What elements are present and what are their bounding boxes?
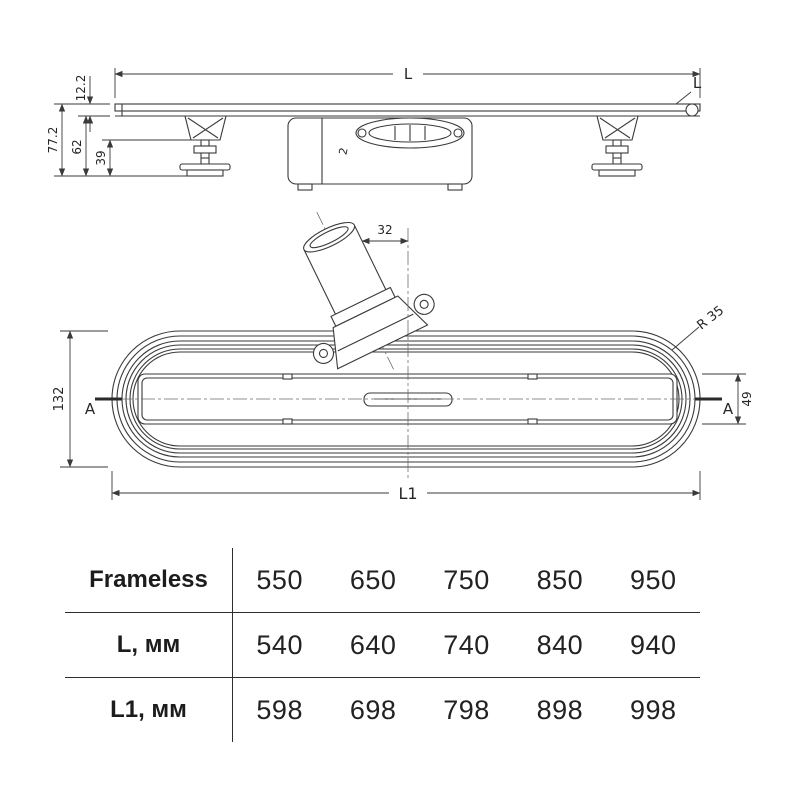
table-cell: 598 [256,694,303,725]
table-cell: 640 [349,629,397,660]
dim-77-2: 77.2 [46,127,60,154]
table-cell: 650 [349,564,397,595]
technical-drawing: L L 2 [46,63,754,503]
right-foot [591,115,643,177]
table-cell: 740 [443,629,490,660]
table-row-l1: L1, мм 598 698 798 898 998 [65,677,700,742]
table-row-frameless: Frameless 550 650 750 850 950 [65,548,700,612]
table-cell: 698 [349,694,397,725]
dim-label-end: L [693,74,702,92]
outlet-pipe [303,211,435,373]
table-cell: 540 [256,629,303,660]
radius-label: R 35 [695,303,728,333]
section-label-right: A [723,400,734,418]
table-cell: 550 [256,564,303,595]
table-cell: 850 [536,564,584,595]
row-label: L1, мм [65,678,233,742]
table-cell: 898 [536,694,584,725]
side-dimensions: 12.2 77.2 62 39 [46,75,192,177]
table-cell: 950 [630,564,677,595]
row-label: L, мм [65,613,233,677]
plan-view: A A 32 132 49 R 35 L1 [52,211,754,503]
section-label-left: A [85,400,96,418]
table-row-l: L, мм 540 640 740 840 940 [65,612,700,677]
dim-l1: L1 [398,484,417,503]
side-view: L L 2 [46,63,702,191]
dim-62: 62 [70,139,84,154]
dim-32: 32 [377,223,392,237]
size-table: Frameless 550 650 750 850 950 L, мм 540 … [65,548,700,742]
dim-12-2: 12.2 [74,75,88,102]
row-label: Frameless [65,548,233,612]
dim-49: 49 [740,391,754,406]
dim-label-length: L [404,65,413,83]
table-cell: 798 [443,694,490,725]
table-cell: 998 [630,694,677,725]
table-cell: 940 [630,629,677,660]
table-cell: 750 [443,564,490,595]
slope-label: 2 [336,146,350,156]
trap-body: 2 [287,117,473,191]
end-cap [685,103,699,117]
dim-132: 132 [52,387,67,412]
table-cell: 840 [536,629,584,660]
dim-39: 39 [94,150,108,165]
left-foot [179,115,231,177]
